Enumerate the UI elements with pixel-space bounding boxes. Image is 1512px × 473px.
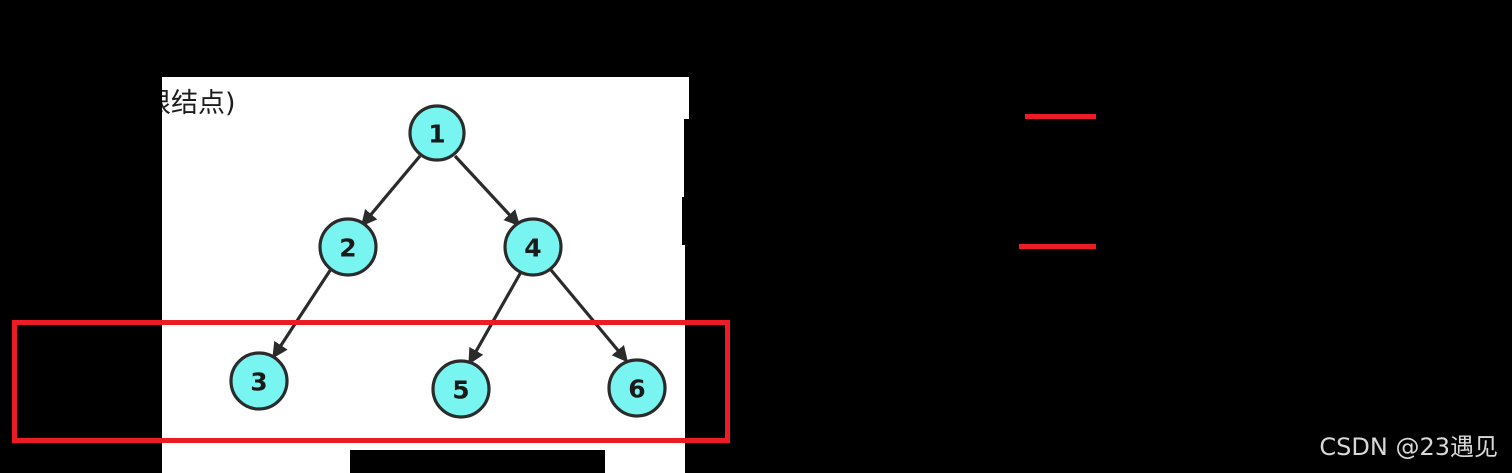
red-underline-top [1025, 114, 1096, 119]
tree-node-5-label: 5 [452, 376, 469, 405]
tree-node-6-label: 6 [628, 375, 645, 404]
document-panel-segment-lower-mid [162, 197, 682, 245]
bottom-occluding-bar [350, 450, 605, 473]
tree-edge-1-to-4 [453, 154, 521, 227]
tree-node-1-label: 1 [428, 120, 445, 149]
tree-node-1[interactable]: 1 [408, 104, 466, 162]
tree-node-4[interactable]: 4 [503, 217, 563, 277]
tree-node-4-label: 4 [524, 234, 541, 263]
tree-node-3[interactable]: 3 [229, 351, 289, 411]
tree-edge-4-to-6 [549, 268, 629, 363]
tree-node-2[interactable]: 2 [318, 217, 378, 277]
tree-edge-4-to-5 [468, 271, 523, 365]
tree-node-2-label: 2 [339, 234, 356, 263]
red-highlight-rectangle [12, 320, 730, 443]
binary-tree-diagram: 1 2 4 3 5 6 [229, 104, 667, 419]
tree-node-3-label: 3 [250, 368, 267, 397]
tree-node-6[interactable]: 6 [607, 358, 667, 418]
tree-edge-2-to-3 [272, 268, 333, 359]
panel-heading-text: 根结点) [162, 88, 236, 119]
panel-heading-clip: 根结点) [162, 86, 362, 126]
tree-edge-1-to-2 [360, 154, 422, 227]
csdn-watermark: CSDN @23遇见 [1319, 433, 1498, 461]
tree-node-5[interactable]: 5 [431, 359, 491, 419]
red-underline-bottom [1019, 244, 1096, 249]
